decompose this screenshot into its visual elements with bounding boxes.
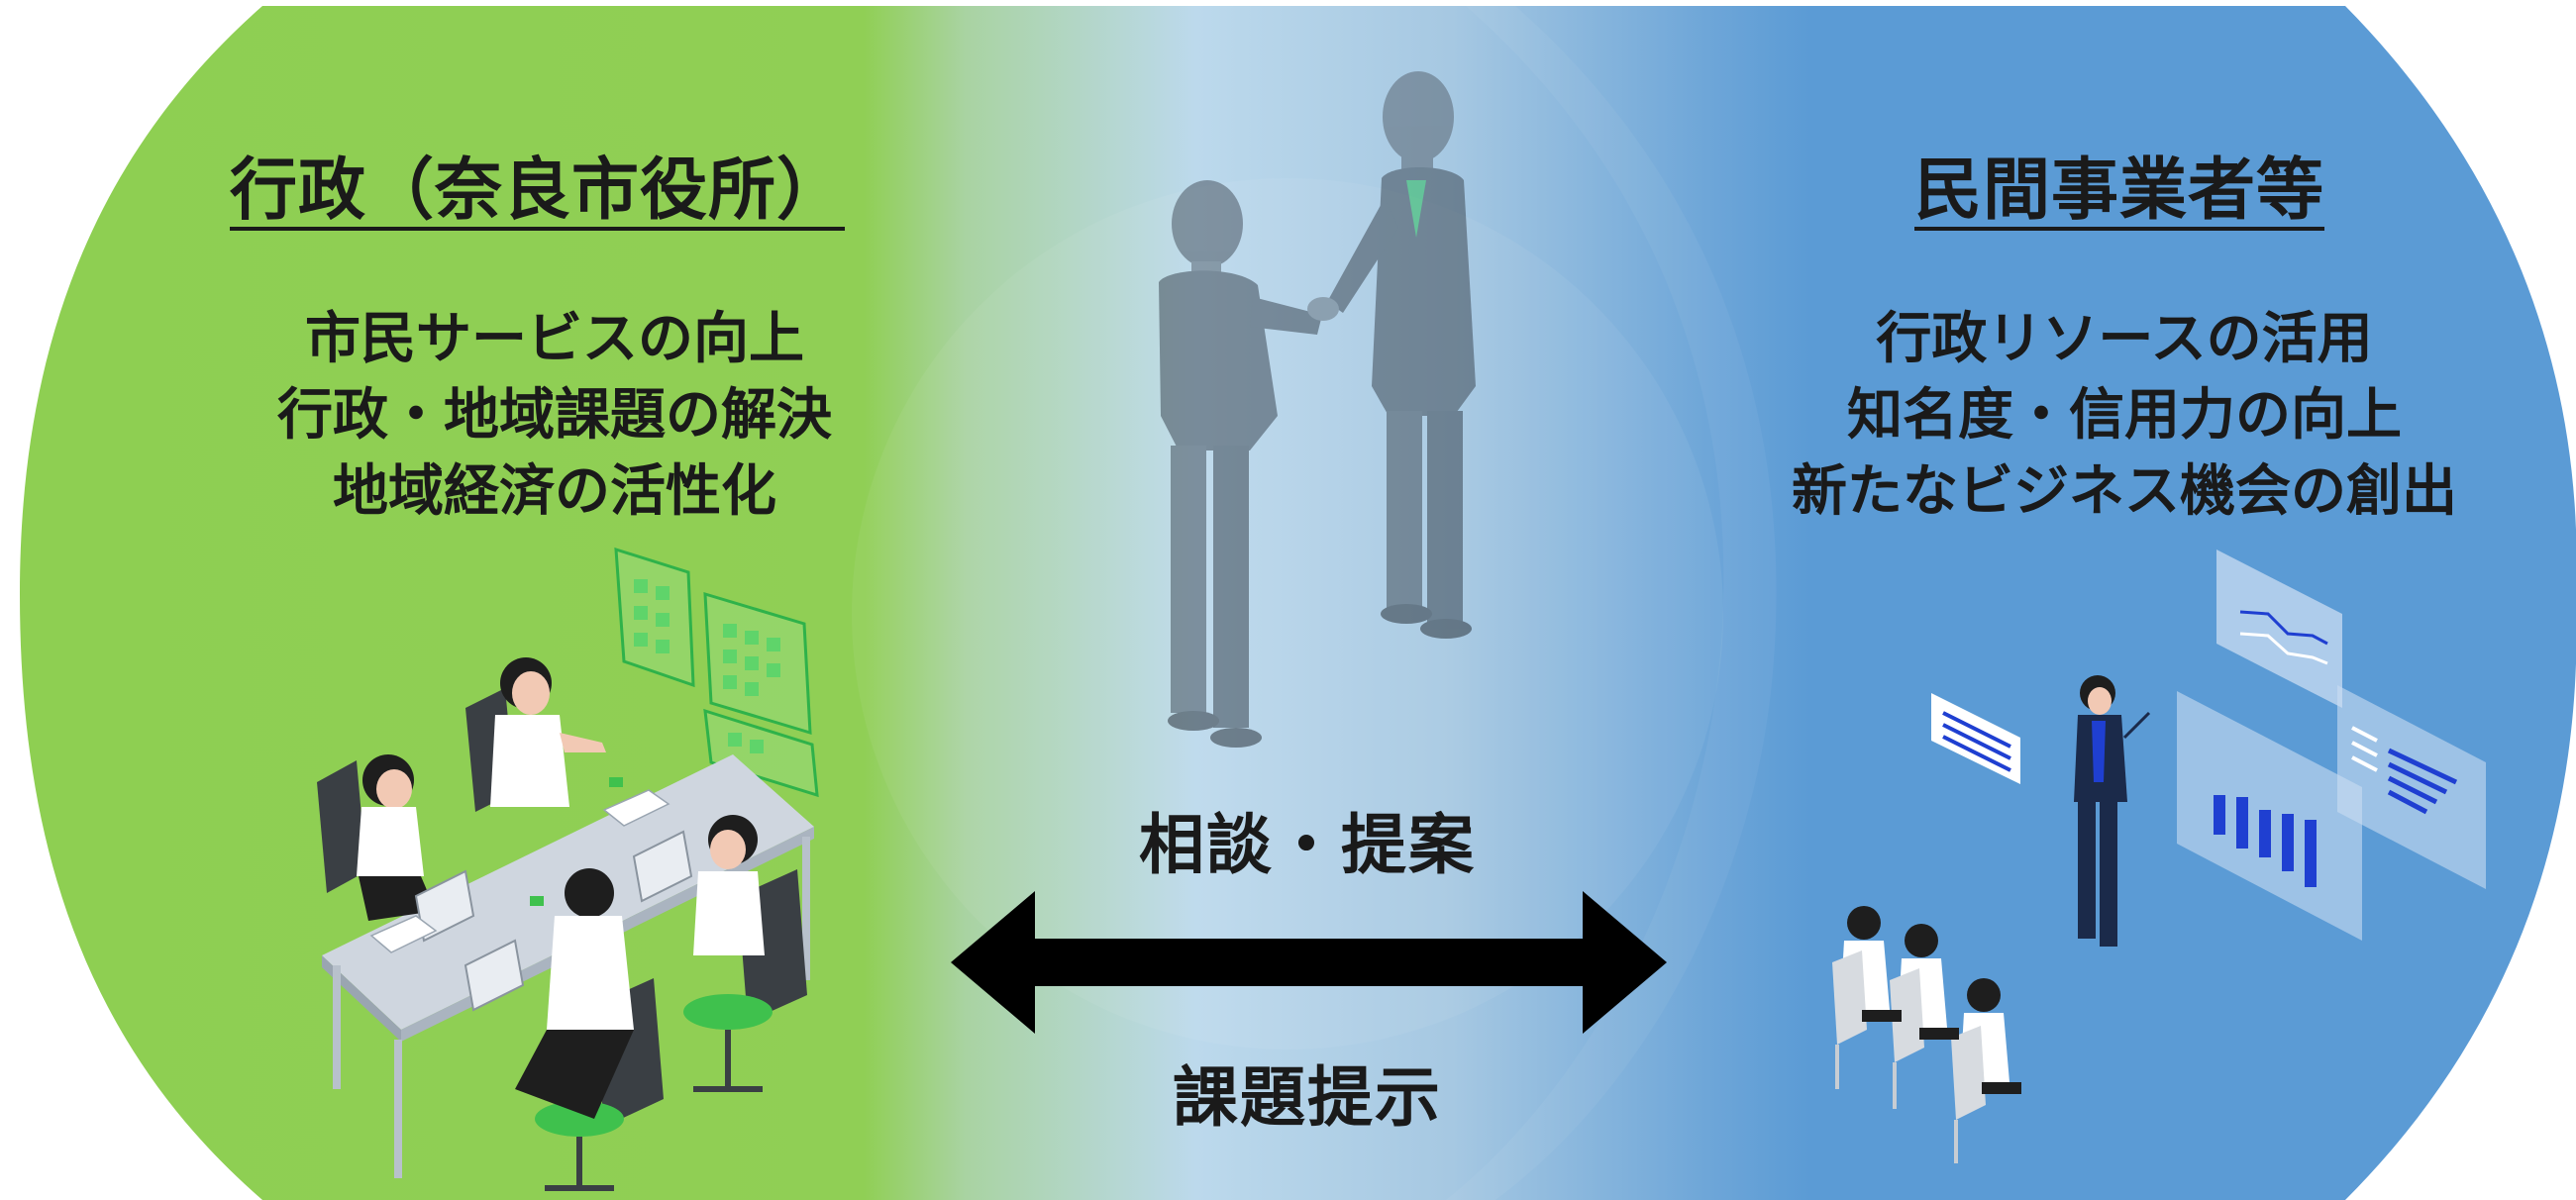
double-arrow-icon [951,891,1667,1034]
consult-propose-label: 相談・提案 [1139,807,1476,883]
private-sector-benefit-1: 行政リソースの活用 [1876,307,2373,371]
government-benefit-3: 地域経済の活性化 [333,459,776,524]
government-title: 行政（奈良市役所） [230,151,846,230]
government-benefit-2: 行政・地域課題の解決 [277,383,832,448]
private-sector-benefits: 行政リソースの活用 知名度・信用力の向上 新たなビジネス機会の創出 [1718,301,2530,530]
government-benefits: 市民サービスの向上 行政・地域課題の解決 地域経済の活性化 [183,301,926,530]
government-benefit-1: 市民サービスの向上 [305,307,804,371]
presentation-icon [1832,550,2486,1163]
issue-presentation-label: 課題提示 [1173,1059,1442,1136]
private-sector-benefit-2: 知名度・信用力の向上 [1847,383,2402,448]
office-meeting-icon [317,547,819,1191]
private-sector-title: 民間事業者等 [1914,151,2325,230]
private-sector-benefit-3: 新たなビジネス機会の創出 [1792,459,2457,524]
handshake-icon [1159,71,1476,748]
